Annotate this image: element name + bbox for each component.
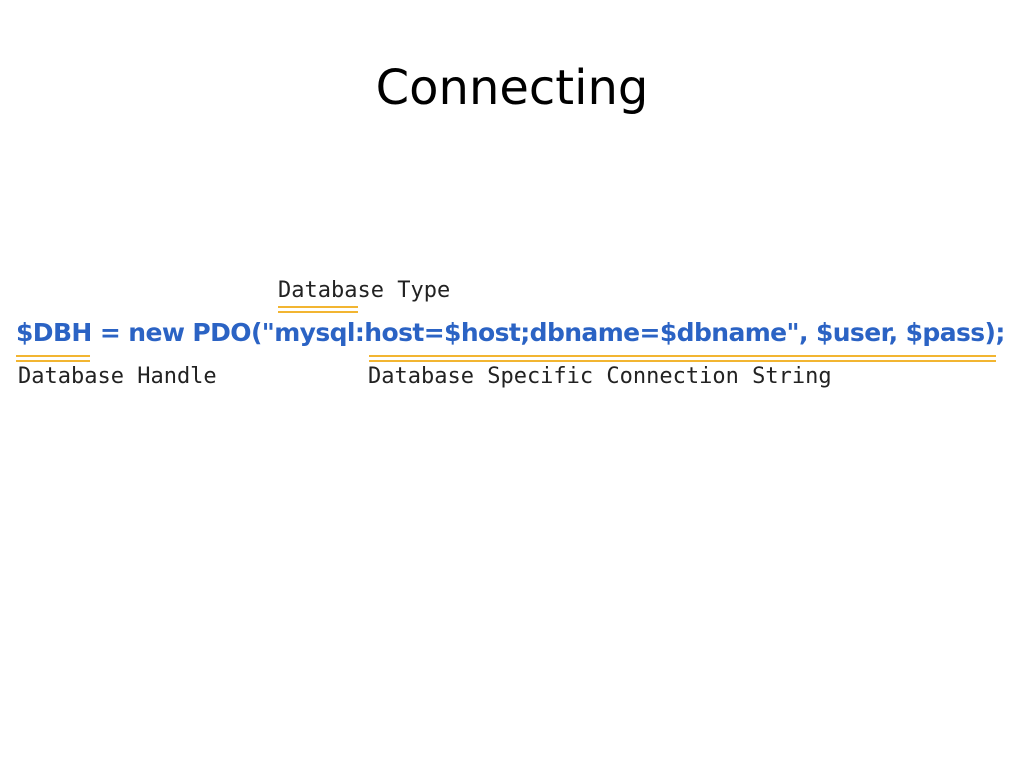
- annotation-database-type: Database Type: [278, 278, 451, 303]
- annotation-connection-string: Database Specific Connection String: [368, 364, 832, 389]
- underline-connection-string: [369, 355, 996, 362]
- underline-database-type: [278, 306, 358, 313]
- code-line: $DBH = new PDO("mysql:host=$host;dbname=…: [16, 318, 1005, 347]
- underline-database-handle: [16, 355, 90, 362]
- code-figure: Database Type $DBH = new PDO("mysql:host…: [16, 276, 1016, 396]
- annotation-database-handle: Database Handle: [18, 364, 217, 389]
- slide-title: Connecting: [375, 60, 649, 116]
